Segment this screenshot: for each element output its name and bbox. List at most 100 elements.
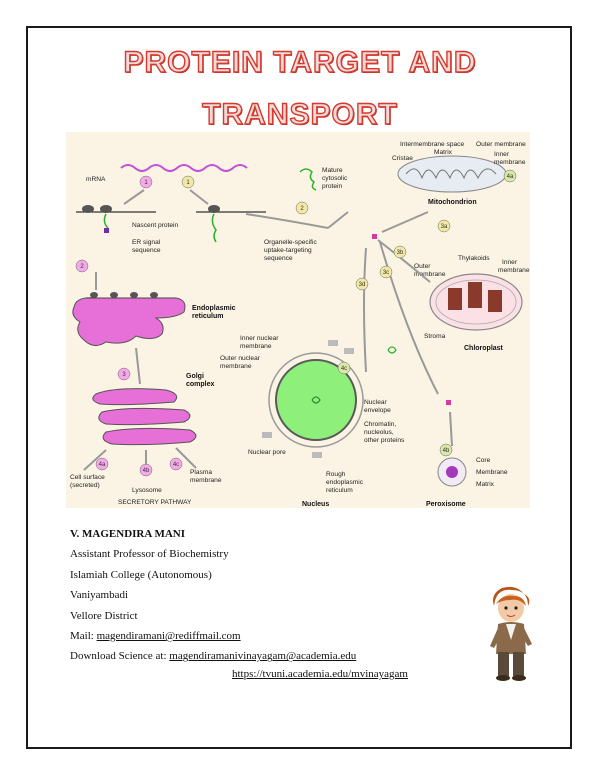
ribosome — [328, 340, 338, 346]
label-nucleus: Nucleus — [302, 501, 329, 508]
label-membrane: Membrane — [476, 469, 508, 476]
ribosome — [150, 292, 158, 298]
step-1b: 1 — [186, 180, 190, 186]
author-info: V. MAGENDIRA MANI Assistant Professor of… — [70, 524, 356, 667]
label-chloroplast: Chloroplast — [464, 345, 504, 352]
label-plasma: Plasma — [190, 469, 212, 476]
label-thylakoids: Thylakoids — [458, 255, 490, 262]
step-marker — [355, 277, 369, 291]
cristae — [405, 168, 497, 180]
arrow — [327, 211, 349, 229]
label-outer-membrane: Outer membrane — [476, 141, 526, 148]
download-line: Download Science at: magendiramanivinaya… — [70, 646, 356, 666]
mrna-strand — [120, 164, 248, 172]
label-golgi-2: complex — [186, 381, 215, 388]
step-2b: 2 — [300, 206, 304, 212]
nascent-chain — [103, 213, 109, 229]
step-3: 3 — [122, 372, 126, 378]
step-marker — [503, 169, 517, 183]
thylakoid-stack — [468, 282, 482, 308]
arrow — [377, 239, 431, 283]
label-plasma-2: membrane — [190, 477, 222, 484]
arrow — [175, 447, 197, 469]
mail-link[interactable]: magendiramani@rediffmail.com — [96, 630, 241, 643]
label-organelle-2: uptake-targeting — [264, 247, 312, 254]
step-marker — [75, 259, 89, 273]
arrow — [381, 211, 429, 233]
arrow — [449, 411, 453, 447]
step-p4b: 4b — [443, 448, 450, 454]
academia-url-link[interactable]: https://tvuni.academia.edu/mvinayagam — [232, 668, 408, 680]
label-er-signal-2: sequence — [132, 247, 161, 254]
step-marker — [169, 457, 183, 471]
step-marker — [139, 463, 153, 477]
label-intermembrane: Intermembrane space — [400, 141, 464, 148]
step-4b: 4b — [143, 468, 150, 474]
cartoon-student-icon — [490, 586, 532, 681]
arrow — [245, 213, 329, 229]
golgi-cisterna — [102, 427, 197, 446]
step-3c: 3c — [383, 270, 389, 276]
step-3a: 3a — [441, 224, 448, 230]
label-secretory-pathway: SECRETORY PATHWAY — [118, 499, 192, 506]
step-2a: 2 — [80, 264, 84, 270]
label-inner: Inner — [494, 151, 510, 158]
targeting-sequence — [446, 400, 451, 405]
label-outer-2: membrane — [414, 271, 446, 278]
label-er-2: reticulum — [192, 313, 224, 320]
arrow — [123, 189, 145, 205]
step-marker — [379, 265, 393, 279]
label-nuclear-pore: Nuclear pore — [248, 449, 286, 456]
author-town: Vaniyambadi — [70, 589, 129, 602]
step-3d: 3d — [359, 282, 366, 288]
label-outer-nuclear: Outer nuclear — [220, 355, 261, 362]
author-name: V. MAGENDIRA MANI — [70, 528, 185, 540]
label-stroma: Stroma — [424, 333, 446, 340]
label-chromatin-2: nucleolus, — [364, 429, 394, 436]
label-matrix: Matrix — [434, 149, 453, 156]
step-marker — [139, 175, 153, 189]
download-link[interactable]: magendiramanivinayagam@academia.edu — [169, 650, 357, 663]
step-marker — [117, 367, 131, 381]
label-rough-er: Rough — [326, 471, 346, 478]
label-rough-er-3: reticulum — [326, 487, 353, 494]
figure-svg: mRNA 1 1 Nascent protein ER signal seque… — [70, 141, 530, 508]
ribosome — [90, 292, 98, 298]
author-district: Vellore District — [70, 609, 138, 622]
signal-sequence — [104, 228, 109, 233]
label-golgi: Golgi — [186, 373, 204, 380]
label-nascent: Nascent protein — [132, 222, 179, 229]
label-outer: Outer — [414, 263, 431, 270]
mail-label: Mail: — [70, 630, 97, 643]
peroxisome-core — [446, 466, 458, 478]
ribosome — [130, 292, 138, 298]
label-chromatin: Chromatin, — [364, 421, 396, 428]
step-4c: 4c — [173, 462, 179, 468]
golgi-cisterna — [98, 407, 191, 426]
label-px-matrix: Matrix — [476, 481, 495, 488]
title-line-1: PROTEIN TARGET AND — [123, 45, 477, 79]
ribosome — [344, 348, 354, 354]
step-4a: 4a — [99, 462, 106, 468]
step-3b: 3b — [397, 250, 404, 256]
golgi-cisterna — [92, 388, 178, 406]
ribosome — [208, 205, 220, 213]
label-mitochondrion: Mitochondrion — [428, 199, 477, 206]
label-cp-inner-2: membrane — [498, 267, 530, 274]
label-er-signal: ER signal — [132, 239, 161, 246]
step-marker — [337, 361, 351, 375]
step-1a: 1 — [144, 180, 148, 186]
label-lysosome: Lysosome — [132, 487, 162, 494]
step-n4c: 4c — [341, 366, 347, 372]
label-chromatin-3: other proteins — [364, 437, 405, 444]
label-outer-nuclear-2: membrane — [220, 363, 252, 370]
arrow — [83, 449, 107, 471]
step-marker — [439, 443, 453, 457]
step-marker — [393, 245, 407, 259]
label-er: Endoplasmic — [192, 305, 236, 312]
imported-protein — [387, 346, 397, 354]
mail-line: Mail: magendiramani@rediffmail.com — [70, 626, 356, 646]
ribosome — [262, 432, 272, 438]
author-position: Assistant Professor of Biochemistry — [70, 548, 229, 561]
title-line-2: TRANSPORT — [201, 97, 398, 131]
